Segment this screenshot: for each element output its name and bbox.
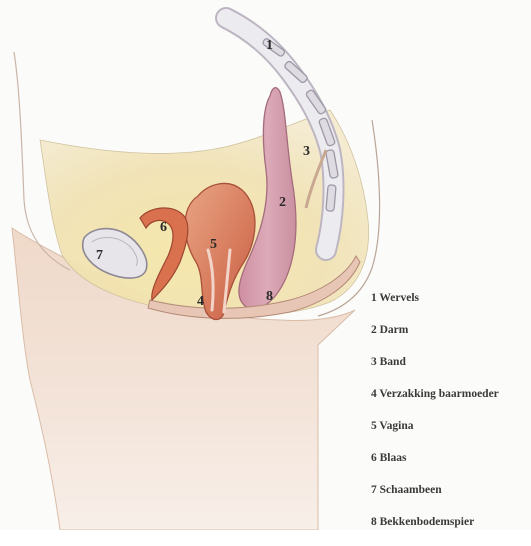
illustration-stage: 1 2 3 4 5 6 7 8 1 Wervels 2 Darm 3 Band … [0, 0, 531, 530]
legend-item-schaambeen: 7 Schaambeen [371, 482, 531, 514]
label-number-8: 8 [266, 289, 273, 304]
label-number-7: 7 [96, 248, 103, 263]
legend-item-band: 3 Band [371, 354, 531, 386]
label-number-4: 4 [197, 294, 204, 309]
label-number-3: 3 [303, 144, 310, 159]
legend-item-darm: 2 Darm [371, 322, 531, 354]
label-number-2: 2 [279, 195, 286, 210]
label-number-1: 1 [266, 38, 273, 53]
legend-item-vagina: 5 Vagina [371, 418, 531, 450]
legend-item-blaas: 6 Blaas [371, 450, 531, 482]
legend: 1 Wervels 2 Darm 3 Band 4 Verzakking baa… [371, 290, 531, 546]
label-number-5: 5 [210, 237, 217, 252]
legend-item-bekkenbodemspier: 8 Bekkenbodemspier [371, 514, 531, 546]
legend-item-verzakking-baarmoeder: 4 Verzakking baarmoeder [371, 386, 531, 418]
label-number-6: 6 [160, 220, 167, 235]
legend-item-wervels: 1 Wervels [371, 290, 531, 322]
